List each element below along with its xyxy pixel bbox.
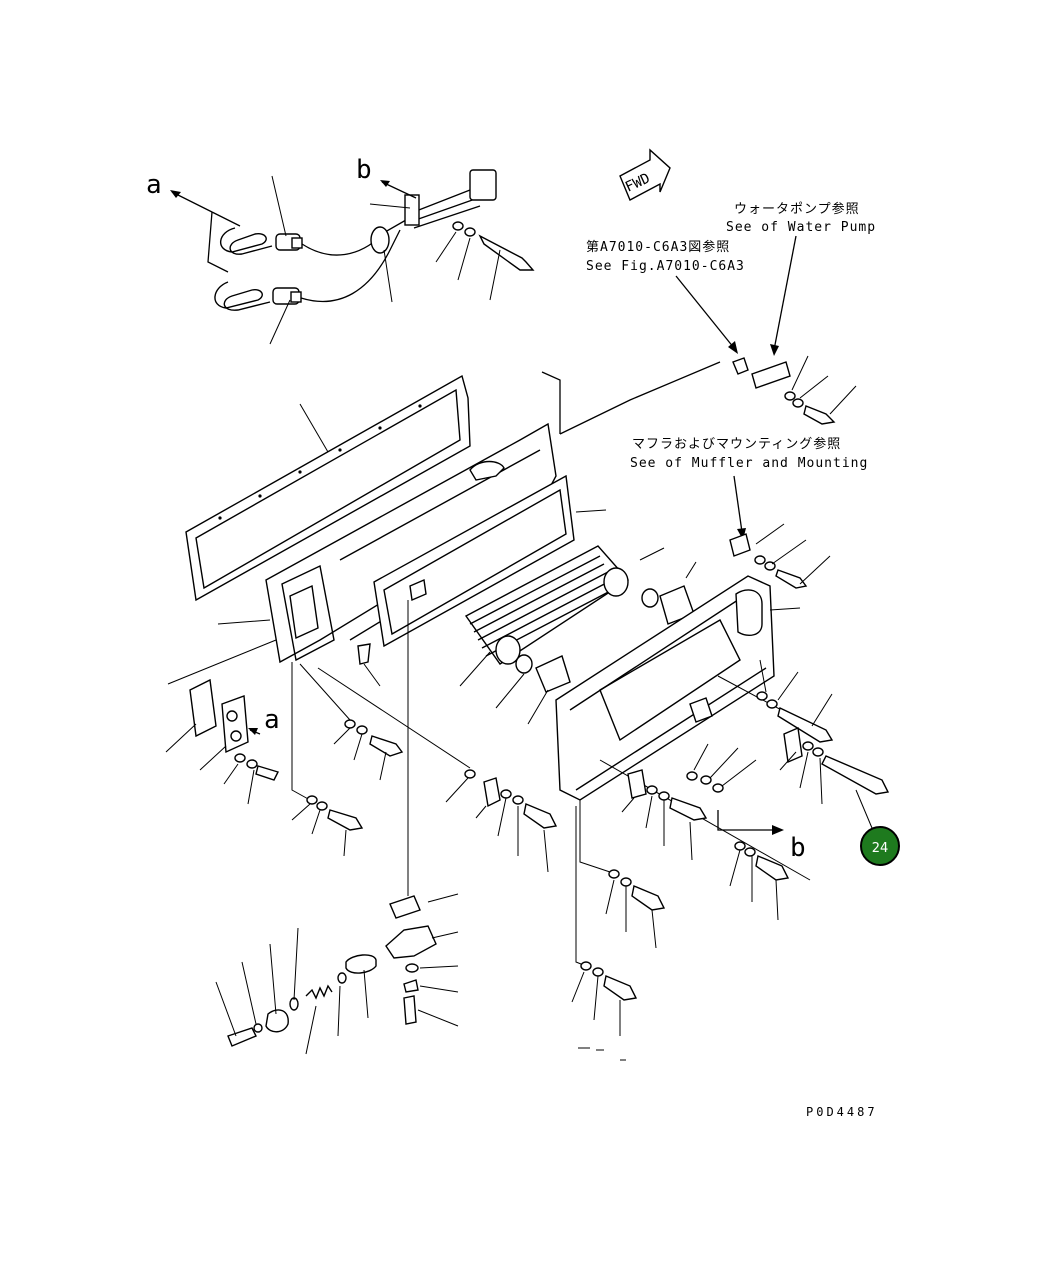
callout-marker[interactable]: 24 [860, 826, 900, 866]
fig-ref-jp: 第A7010-C6A3図参照 [586, 239, 730, 255]
bolts-center-right: b [621, 743, 806, 921]
callout-circle[interactable] [860, 826, 900, 866]
bottom-fragments [578, 1047, 626, 1061]
view-letter-b-right: b [790, 833, 806, 863]
view-letter-a-mid: a [264, 705, 280, 735]
cooler-housing [555, 575, 811, 881]
bolts-right [717, 523, 890, 829]
muffler-ref-en: See of Muffler and Mounting [630, 456, 868, 471]
valve-parts [215, 893, 459, 1055]
view-letter-a-top: a [146, 170, 162, 200]
cooler-element [459, 545, 697, 725]
small-gaskets-left: a [165, 678, 280, 805]
heater-assembly: a b [146, 155, 535, 345]
bolts-middle [291, 662, 558, 873]
bracket-parts-top [541, 355, 857, 435]
callout-number: 24 [872, 841, 889, 856]
water-pump-ref-en: See of Water Pump [726, 220, 876, 235]
reference-notes: ウォータポンプ参照 See of Water Pump 第A7010-C6A3図… [586, 201, 876, 540]
muffler-ref-jp: マフラおよびマウンティング参照 [632, 436, 841, 452]
bolts-lower-center [571, 800, 666, 1036]
cooler-frame [373, 474, 607, 896]
fig-ref-en: See Fig.A7010-C6A3 [586, 259, 745, 274]
drawing-code: P0D4487 [806, 1105, 878, 1119]
view-letter-b-top: b [356, 155, 372, 185]
fwd-arrow: FWD [619, 148, 671, 201]
gasket [185, 374, 471, 602]
water-pump-ref-jp: ウォータポンプ参照 [734, 201, 860, 217]
